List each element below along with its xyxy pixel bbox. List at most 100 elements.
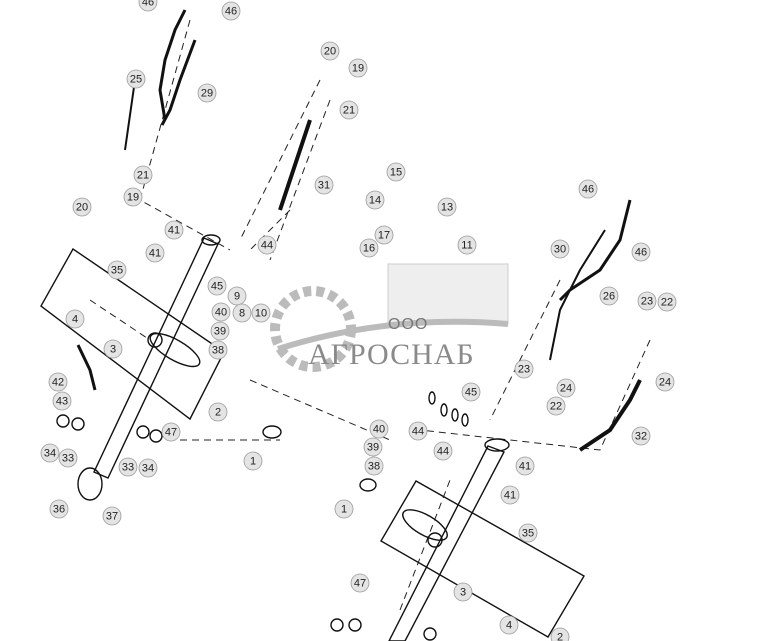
svg-text:9: 9 <box>234 291 240 303</box>
svg-text:16: 16 <box>363 243 375 255</box>
callout-10: 10 <box>251 303 271 323</box>
callout-36: 36 <box>49 499 69 519</box>
callout-4: 4 <box>65 309 85 329</box>
callout-47: 47 <box>161 422 181 442</box>
callout-24: 24 <box>655 372 675 392</box>
callout-44: 44 <box>408 421 428 441</box>
right-steering-column <box>388 438 510 641</box>
svg-text:19: 19 <box>352 63 364 75</box>
svg-text:39: 39 <box>367 442 379 454</box>
callout-38: 38 <box>364 456 384 476</box>
callout-21: 21 <box>339 100 359 120</box>
callout-41: 41 <box>515 456 535 476</box>
svg-text:38: 38 <box>368 461 380 473</box>
svg-text:3: 3 <box>460 587 466 599</box>
svg-text:4: 4 <box>506 620 512 632</box>
callout-45: 45 <box>207 276 227 296</box>
callout-14: 14 <box>365 190 385 210</box>
callout-11: 11 <box>457 235 477 255</box>
callout-2: 2 <box>550 627 570 641</box>
callout-41: 41 <box>500 485 520 505</box>
callout-41: 41 <box>145 243 165 263</box>
svg-text:8: 8 <box>239 308 245 320</box>
svg-text:41: 41 <box>168 225 180 237</box>
callout-4: 4 <box>499 615 519 635</box>
callout-46: 46 <box>631 242 651 262</box>
callout-41: 41 <box>164 220 184 240</box>
hoses <box>76 9 642 452</box>
svg-text:45: 45 <box>211 281 223 293</box>
callout-3: 3 <box>453 582 473 602</box>
svg-text:1: 1 <box>250 456 256 468</box>
svg-text:25: 25 <box>130 74 142 86</box>
svg-text:3: 3 <box>110 344 116 356</box>
callout-46: 46 <box>138 0 158 12</box>
svg-text:47: 47 <box>165 427 177 439</box>
svg-text:2: 2 <box>557 632 563 641</box>
svg-text:29: 29 <box>201 88 213 100</box>
callout-35: 35 <box>107 260 127 280</box>
callout-19: 19 <box>123 187 143 207</box>
callout-35: 35 <box>518 523 538 543</box>
svg-text:4: 4 <box>72 314 78 326</box>
svg-text:13: 13 <box>441 202 453 214</box>
svg-text:23: 23 <box>641 296 653 308</box>
callout-45: 45 <box>461 382 481 402</box>
svg-text:38: 38 <box>212 345 224 357</box>
rings-and-fittings <box>56 391 469 641</box>
part-callouts: 4646252921201920192131151413111716414144… <box>40 0 677 641</box>
left-mounting-plate <box>40 247 225 421</box>
svg-text:44: 44 <box>437 446 449 458</box>
svg-text:43: 43 <box>56 396 68 408</box>
svg-text:26: 26 <box>603 291 615 303</box>
callout-20: 20 <box>72 197 92 217</box>
callout-44: 44 <box>257 235 277 255</box>
svg-text:20: 20 <box>76 202 88 214</box>
svg-text:1: 1 <box>341 504 347 516</box>
svg-text:37: 37 <box>106 511 118 523</box>
svg-text:17: 17 <box>378 230 390 242</box>
callout-40: 40 <box>369 419 389 439</box>
callout-37: 37 <box>102 506 122 526</box>
callout-2: 2 <box>208 402 228 422</box>
callout-34: 34 <box>138 458 158 478</box>
callout-15: 15 <box>386 162 406 182</box>
callout-23: 23 <box>514 359 534 379</box>
svg-text:40: 40 <box>215 307 227 319</box>
svg-text:41: 41 <box>504 490 516 502</box>
svg-text:22: 22 <box>661 297 673 309</box>
svg-text:33: 33 <box>122 462 134 474</box>
svg-text:21: 21 <box>343 105 355 117</box>
right-mounting-plate <box>380 480 585 638</box>
svg-text:14: 14 <box>369 195 381 207</box>
svg-text:35: 35 <box>522 528 534 540</box>
svg-text:20: 20 <box>324 46 336 58</box>
dashed-assembly-lines <box>89 19 651 611</box>
svg-text:30: 30 <box>554 244 566 256</box>
svg-text:44: 44 <box>261 240 273 252</box>
svg-text:44: 44 <box>412 426 424 438</box>
svg-text:40: 40 <box>373 424 385 436</box>
watermark-prefix: ООО <box>388 316 429 333</box>
svg-text:41: 41 <box>519 461 531 473</box>
svg-text:39: 39 <box>214 326 226 338</box>
callout-42: 42 <box>48 372 68 392</box>
callout-39: 39 <box>363 437 383 457</box>
svg-text:47: 47 <box>354 578 366 590</box>
svg-text:45: 45 <box>465 387 477 399</box>
callout-16: 16 <box>359 238 379 258</box>
callout-38: 38 <box>208 340 228 360</box>
svg-text:46: 46 <box>225 6 237 18</box>
svg-text:32: 32 <box>635 431 647 443</box>
callout-32: 32 <box>631 426 651 446</box>
callout-23: 23 <box>637 291 657 311</box>
svg-text:46: 46 <box>635 247 647 259</box>
callout-24: 24 <box>556 378 576 398</box>
svg-text:24: 24 <box>659 377 671 389</box>
callout-3: 3 <box>103 339 123 359</box>
callout-43: 43 <box>52 391 72 411</box>
svg-text:19: 19 <box>127 192 139 204</box>
callout-25: 25 <box>126 69 146 89</box>
callout-1: 1 <box>334 499 354 519</box>
left-steering-column <box>77 234 221 501</box>
